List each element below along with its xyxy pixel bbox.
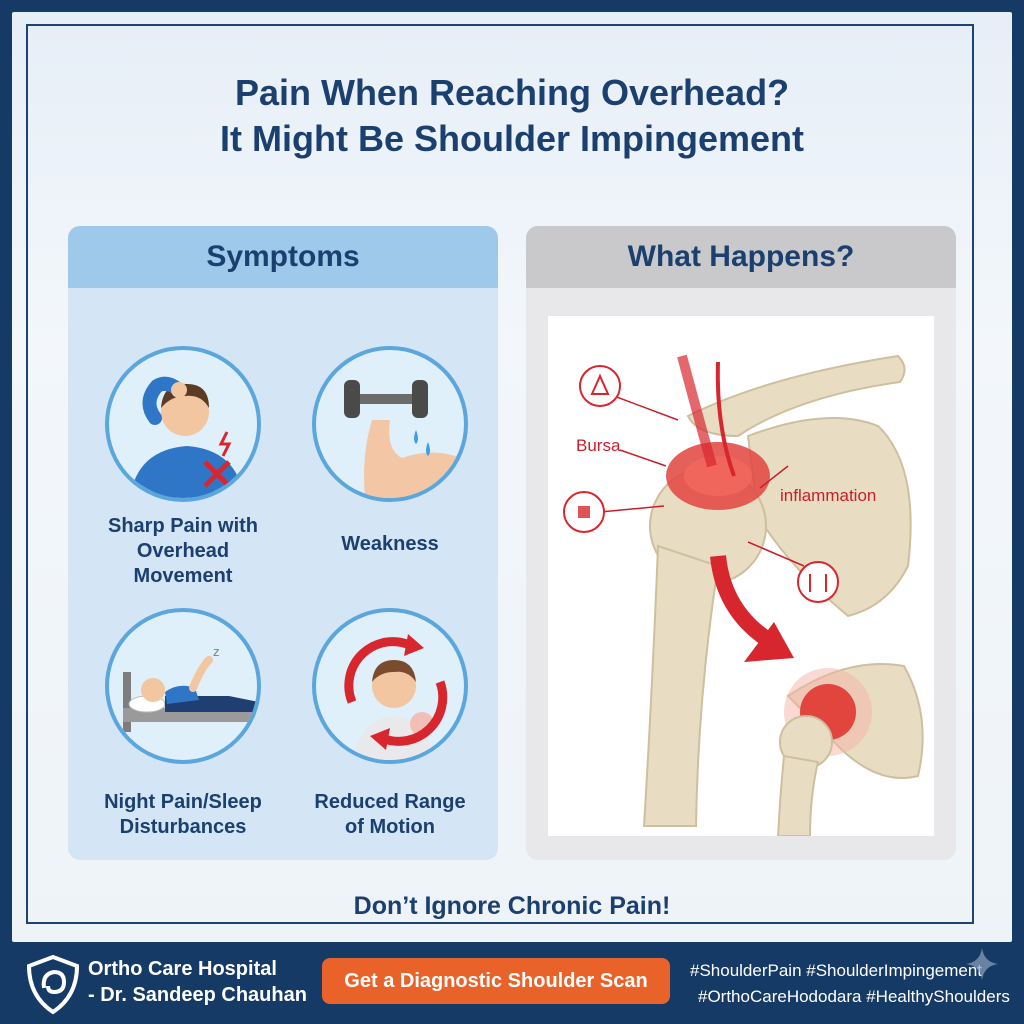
footer-note: Don’t Ignore Chronic Pain! bbox=[353, 892, 671, 920]
symptom-label: Weakness bbox=[341, 533, 439, 555]
symptom-label: Sharp Pain with Overhead Movement bbox=[107, 515, 259, 587]
what-happens-heading: What Happens? bbox=[526, 226, 956, 288]
person-shoulder-pain-icon bbox=[105, 346, 261, 502]
hospital-name: Ortho Care Hospital - Dr. Sandeep Chauha… bbox=[88, 958, 307, 1006]
person-sleeping-icon: z bbox=[105, 608, 261, 764]
rotation-arrows-icon bbox=[312, 608, 468, 764]
symptoms-heading: Symptoms bbox=[68, 226, 498, 288]
bottom-bar: Ortho Care Hospital - Dr. Sandeep Chauha… bbox=[0, 944, 1024, 1024]
title-line-2: It Might Be Shoulder Impingement bbox=[220, 118, 804, 159]
symptom-label: Reduced Range of Motion bbox=[314, 791, 466, 838]
symptom-reduced-range: Reduced Range of Motion bbox=[290, 608, 490, 840]
poster-border bbox=[26, 24, 974, 924]
symptoms-panel: Symptoms Sharp Pain with Overhead Moveme… bbox=[68, 226, 498, 860]
hospital-logo-icon bbox=[24, 954, 82, 1016]
shoulder-anatomy-diagram: Bursa inflammation bbox=[548, 316, 934, 837]
symptom-weakness: Weakness bbox=[290, 346, 490, 557]
title-line-1: Pain When Reaching Overhead? bbox=[234, 72, 790, 113]
symptom-night-pain: z Night Pain/Sleep Disturbances bbox=[83, 608, 283, 840]
hashtags: #ShoulderPain #ShoulderImpingement #Orth… bbox=[690, 961, 1010, 1006]
symptom-label: Night Pain/Sleep Disturbances bbox=[104, 791, 262, 838]
dumbbell-arm-icon bbox=[312, 346, 468, 502]
sparkle-icon bbox=[964, 946, 1000, 982]
symptom-sharp-pain: Sharp Pain with Overhead Movement bbox=[83, 346, 283, 589]
page-title: Pain When Reaching Overhead? It Might Be… bbox=[0, 70, 1024, 162]
diagnostic-scan-button[interactable]: Get a Diagnostic Shoulder Scan bbox=[322, 958, 670, 1004]
svg-text:z: z bbox=[213, 645, 219, 659]
bursa-label: Bursa bbox=[576, 436, 621, 455]
inflammation-label: inflammation bbox=[780, 486, 877, 505]
what-happens-panel: What Happens? bbox=[526, 226, 956, 860]
